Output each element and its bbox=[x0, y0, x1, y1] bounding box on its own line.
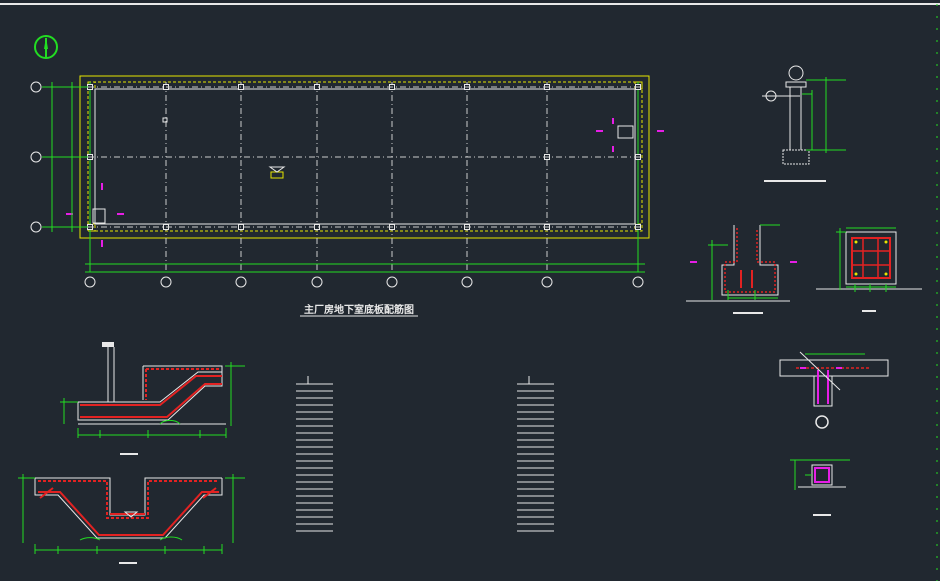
plan-wall-top bbox=[87, 81, 643, 90]
plan-left-dimension bbox=[42, 82, 88, 232]
basement-slab-plan bbox=[30, 75, 664, 288]
column-base-detail bbox=[762, 65, 846, 182]
rebar-schedule-table-1 bbox=[296, 376, 333, 532]
wall-footing-detail bbox=[686, 224, 797, 314]
plan-column-axis-bubble bbox=[386, 276, 398, 288]
plan-column-axis-bubble bbox=[235, 276, 247, 288]
plan-title: 主厂房地下室底板配筋图 bbox=[304, 303, 414, 316]
plan-column-axis-bubble bbox=[160, 276, 172, 288]
plan-level-mark bbox=[270, 171, 284, 179]
section-cut-markers bbox=[66, 118, 664, 247]
plan-column-axis-bubble bbox=[632, 276, 644, 288]
section-detail-1 bbox=[60, 342, 245, 455]
beam-joint-detail bbox=[779, 351, 889, 429]
plan-column-axis-bubble bbox=[311, 276, 323, 288]
plan-level-triangle bbox=[268, 166, 286, 173]
north-arrow-icon bbox=[34, 35, 58, 59]
plan-column-axis-bubble bbox=[84, 276, 96, 288]
column-section-detail bbox=[816, 227, 922, 312]
plan-opening-left bbox=[92, 208, 106, 224]
plan-column-axis-bubble bbox=[461, 276, 473, 288]
plan-opening-right bbox=[617, 125, 634, 139]
small-column-detail bbox=[790, 459, 850, 516]
plan-column-axis-bubbles bbox=[84, 276, 644, 288]
rebar-schedule-table-2 bbox=[517, 376, 554, 532]
plan-axis-grid bbox=[87, 82, 642, 272]
plan-bottom-dimension bbox=[85, 263, 645, 273]
plan-column-marker bbox=[162, 117, 168, 123]
plan-row-axis-bubbles bbox=[30, 81, 42, 233]
plan-column-axis-bubble bbox=[541, 276, 553, 288]
section-detail-2 bbox=[18, 474, 245, 564]
